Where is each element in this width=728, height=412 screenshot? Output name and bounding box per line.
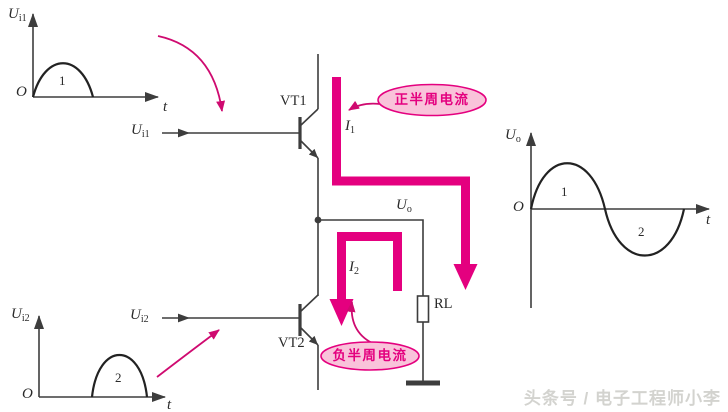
circuit-output-base: U xyxy=(396,197,407,213)
vt2-label: VT2 xyxy=(278,335,305,351)
vt1-collector-lead xyxy=(299,108,319,127)
load-label: RL xyxy=(434,296,453,312)
input2-halfwave-curve xyxy=(90,354,149,398)
output-graph-ylabel-base: U xyxy=(505,127,516,143)
output-graph-ylabel: Uo xyxy=(505,128,521,145)
input2-graph-origin: O xyxy=(22,386,33,402)
circuit-input1-sub: i1 xyxy=(141,129,150,140)
current1-label: I1 xyxy=(345,119,355,136)
current2-label: I2 xyxy=(349,260,359,277)
positive-half-current-label: 正半周电流 xyxy=(394,92,470,107)
waveform2-to-vt2-arrow xyxy=(156,329,220,378)
current1-base: I xyxy=(345,118,350,134)
waveform1-to-vt1-arrow xyxy=(157,35,226,112)
current1-arrowhead xyxy=(453,264,478,290)
input2-graph-xlabel: t xyxy=(167,397,172,412)
circuit-input1-label: Ui1 xyxy=(131,123,150,140)
input1-curve-label: 1 xyxy=(59,73,66,88)
circuit-output-sub: o xyxy=(406,204,412,215)
vt2-collector-lead xyxy=(299,294,319,313)
output-sine-curve xyxy=(529,162,686,257)
input1-signal-arrowhead xyxy=(178,128,190,138)
vt2-emitter-lead xyxy=(299,326,319,346)
positive-label-pointer-arrow xyxy=(348,100,381,111)
vt1-label: VT1 xyxy=(280,93,307,109)
circuit-input2-sub: i2 xyxy=(140,314,149,325)
current1-sub: 1 xyxy=(350,125,355,136)
watermark: 头条号 / 电子工程师小李 xyxy=(523,389,721,408)
current2-path xyxy=(337,232,402,301)
output-wire xyxy=(318,219,424,296)
input1-graph-ylabel-base: U xyxy=(8,6,19,22)
current2-arrowhead xyxy=(329,299,354,326)
circuit-input2-base: U xyxy=(130,307,141,323)
input2-graph-ylabel: Ui2 xyxy=(11,307,30,324)
circuit-input2-label: Ui2 xyxy=(130,308,149,325)
circuit-output-label: Uo xyxy=(396,198,412,215)
current2-base: I xyxy=(349,259,354,275)
input1-graph-origin: O xyxy=(16,84,27,100)
output-negative-label: 2 xyxy=(638,224,645,239)
output-graph-ylabel-sub: o xyxy=(515,134,521,145)
output-graph-xlabel: t xyxy=(706,212,711,228)
input2-curve-label: 2 xyxy=(115,370,122,385)
positive-half-bubble xyxy=(377,83,487,117)
input1-graph-ylabel-sub: i1 xyxy=(18,13,27,24)
input2-graph-ylabel-base: U xyxy=(11,306,22,322)
input2-signal-arrowhead xyxy=(178,313,190,323)
negative-half-bubble xyxy=(320,341,420,371)
input1-graph-ylabel: Ui1 xyxy=(8,7,27,24)
circuit-input1-base: U xyxy=(131,122,142,138)
negative-label-pointer-arrow xyxy=(346,301,373,344)
input2-graph-ylabel-sub: i2 xyxy=(21,313,30,324)
negative-half-current-label: 负半周电流 xyxy=(332,348,408,363)
output-positive-label: 1 xyxy=(561,184,568,199)
vt1-emitter-lead xyxy=(299,139,319,159)
current2-sub: 2 xyxy=(354,266,359,277)
load-resistor-symbol xyxy=(416,295,430,323)
current1-path xyxy=(332,77,470,266)
output-graph-origin: O xyxy=(513,199,524,215)
input1-halfwave-curve xyxy=(31,62,95,98)
input1-graph-xlabel: t xyxy=(163,99,168,115)
